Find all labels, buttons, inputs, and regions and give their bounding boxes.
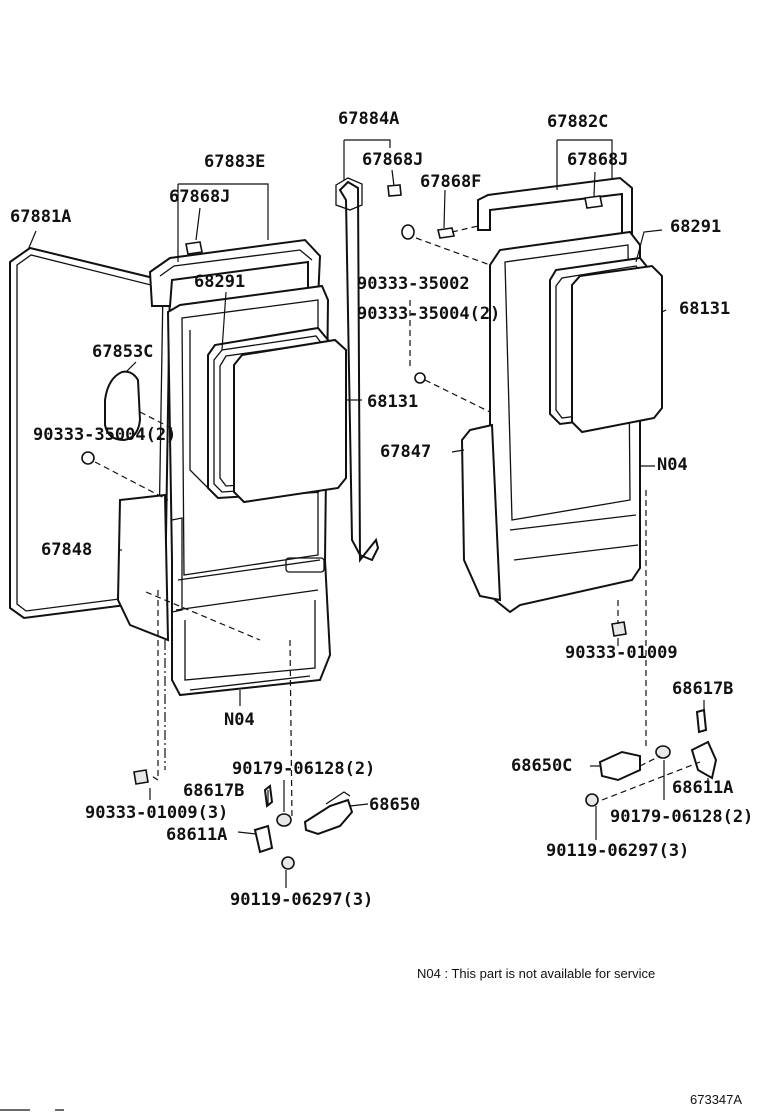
clip-67868F	[437, 227, 455, 239]
label-90333-01009-left: 90333-01009(3)	[85, 803, 228, 823]
pocket-67847	[460, 423, 502, 602]
label-67881A: 67881A	[10, 207, 71, 227]
label-67848: 67848	[41, 540, 92, 560]
label-68131-right: 68131	[679, 299, 730, 319]
label-90333-35002: 90333-35002	[357, 274, 470, 294]
clip-67868J-left	[185, 241, 203, 255]
label-67882C: 67882C	[547, 112, 608, 132]
clip-90333-01009-right	[611, 621, 627, 637]
label-90333-35004-right: 90333-35004(2)	[357, 304, 500, 324]
rail-67884A	[335, 177, 380, 563]
label-68617B-left: 68617B	[183, 781, 244, 801]
label-90119-right: 90119-06297(3)	[546, 841, 689, 861]
label-67883E: 67883E	[204, 152, 265, 172]
drawing-code: 673347A	[690, 1092, 742, 1107]
label-67868F: 67868F	[420, 172, 481, 192]
label-90333-35004-left: 90333-35004(2)	[33, 425, 176, 445]
clip-90333-35002	[401, 224, 415, 240]
label-68131-left: 68131	[367, 392, 418, 412]
label-68650: 68650	[369, 795, 420, 815]
label-90119-left: 90119-06297(3)	[230, 890, 373, 910]
clip-90333-35004-right	[414, 372, 426, 384]
hinge-assembly-left	[253, 784, 354, 870]
window-glass-68131-left	[233, 338, 347, 504]
lower-pocket-67848	[116, 493, 170, 642]
label-90179-left: 90179-06128(2)	[232, 759, 375, 779]
leader-lines	[27, 139, 709, 888]
clip-90333-01009-left	[133, 769, 149, 785]
seal-frame-67882C	[477, 176, 633, 241]
label-68617B-right: 68617B	[672, 679, 733, 699]
label-68611A-right: 68611A	[672, 778, 733, 798]
label-67847: 67847	[380, 442, 431, 462]
label-N04-left: N04	[224, 710, 255, 730]
clip-67868J-mid	[387, 184, 402, 197]
label-67884A: 67884A	[338, 109, 399, 129]
service-note: N04 : This part is not available for ser…	[417, 966, 655, 981]
label-67868J-mid: 67868J	[362, 150, 423, 170]
cover-67853C	[104, 370, 142, 442]
label-68611A-left: 68611A	[166, 825, 227, 845]
label-90179-right: 90179-06128(2)	[610, 807, 753, 827]
label-90333-01009-right: 90333-01009	[565, 643, 678, 663]
clip-67868J-right	[584, 195, 603, 209]
label-N04-right: N04	[657, 455, 688, 475]
label-67868J-right: 67868J	[567, 150, 628, 170]
hinge-assembly-right	[585, 708, 718, 807]
label-67853C: 67853C	[92, 342, 153, 362]
label-68291-right: 68291	[670, 217, 721, 237]
label-68291-left: 68291	[194, 272, 245, 292]
label-68650C: 68650C	[511, 756, 572, 776]
part-labels: 67884A 67882C 67883E 67868J 67868J 67868…	[10, 109, 753, 910]
label-67868J-left: 67868J	[169, 187, 230, 207]
clip-90333-35004-left	[81, 451, 95, 465]
window-glass-68131-right	[571, 264, 663, 434]
